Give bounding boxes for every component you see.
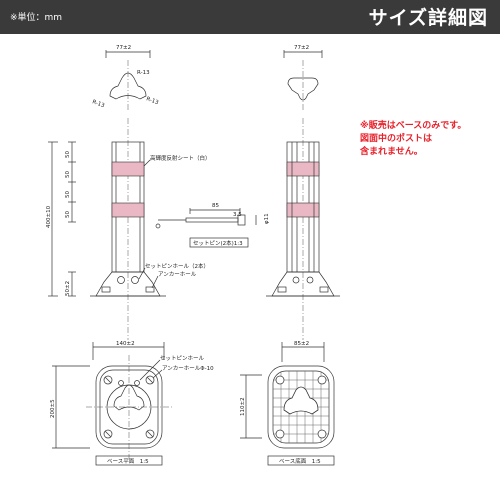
unit-label: ※単位：mm xyxy=(10,13,63,23)
set-pin-detail: 85 3.5 φ11 セットピン(2本)1:3 xyxy=(155,203,270,248)
radius-label-1: R-13 xyxy=(137,70,150,76)
base-bottom-outline xyxy=(267,365,335,449)
set-pin-caption: セットピン(2本)1:3 xyxy=(193,239,243,247)
page-title: サイズ詳細図 xyxy=(368,7,488,29)
side-reflective-band-2 xyxy=(286,202,320,218)
section-dim-1: 50 xyxy=(65,151,71,158)
base-bottom-caption: ベース底面 1:5 xyxy=(279,457,321,465)
base-plan-set-pin-hole-label: セットピンホール xyxy=(160,355,205,362)
base-bottom-view: 85±2 xyxy=(240,341,335,466)
section-dim-2: 50 xyxy=(65,171,71,178)
base-plan-anchor-hole-label: アンカーホールΦ-10 xyxy=(162,365,214,372)
side-view: 77±2 xyxy=(266,45,340,340)
base-plan-view: 140±2 セットピンホール アンカーホールΦ-10 200±5 ベース平面 1… xyxy=(50,341,214,466)
front-base-height-dim: 50±2 xyxy=(65,281,71,296)
base-bottom-height-dim: 110±2 xyxy=(240,397,246,416)
set-pin-shaft xyxy=(185,217,239,223)
reflective-sheet-label: 高輝度反射シート（白） xyxy=(150,154,211,162)
front-anchor-hole-label: アンカーホール xyxy=(158,271,197,278)
front-reflective-band-2 xyxy=(111,202,145,218)
front-reflective-band-1 xyxy=(111,161,145,177)
radius-label-3: R-13 xyxy=(145,96,159,106)
set-pin-dia-dim: φ11 xyxy=(264,213,270,224)
section-dim-3: 50 xyxy=(65,191,71,198)
radius-label-2: R-13 xyxy=(91,99,105,109)
front-set-pin-hole-label: セットピンホール（2本） xyxy=(145,262,209,270)
base-bottom-width-dim: 85±2 xyxy=(294,341,309,347)
base-plan-caption: ベース平面 1:5 xyxy=(107,458,149,465)
base-plan-width-dim: 140±2 xyxy=(116,341,135,347)
side-reflective-band-1 xyxy=(286,161,320,177)
header-bar: ※単位：mm サイズ詳細図 xyxy=(0,0,500,34)
sales-note: ※販売はベースのみです。 図面中のポストは 含まれません。 xyxy=(360,121,467,157)
post-socket xyxy=(113,384,145,411)
set-pin-length-dim: 85 xyxy=(212,203,219,209)
set-pin-head xyxy=(237,214,246,226)
side-top-width-dim: 77±2 xyxy=(294,45,309,51)
set-pin-head-dim: 3.5 xyxy=(233,212,242,218)
base-plan-height-dim: 200±5 xyxy=(50,399,56,418)
front-height-dim: 400±10 xyxy=(46,205,52,228)
front-top-width-dim: 77±2 xyxy=(116,45,131,51)
section-dim-4: 50 xyxy=(65,211,71,218)
front-view: 77±2 R-13 R-13 R-13 高輝度反射シート（白） xyxy=(46,45,211,340)
